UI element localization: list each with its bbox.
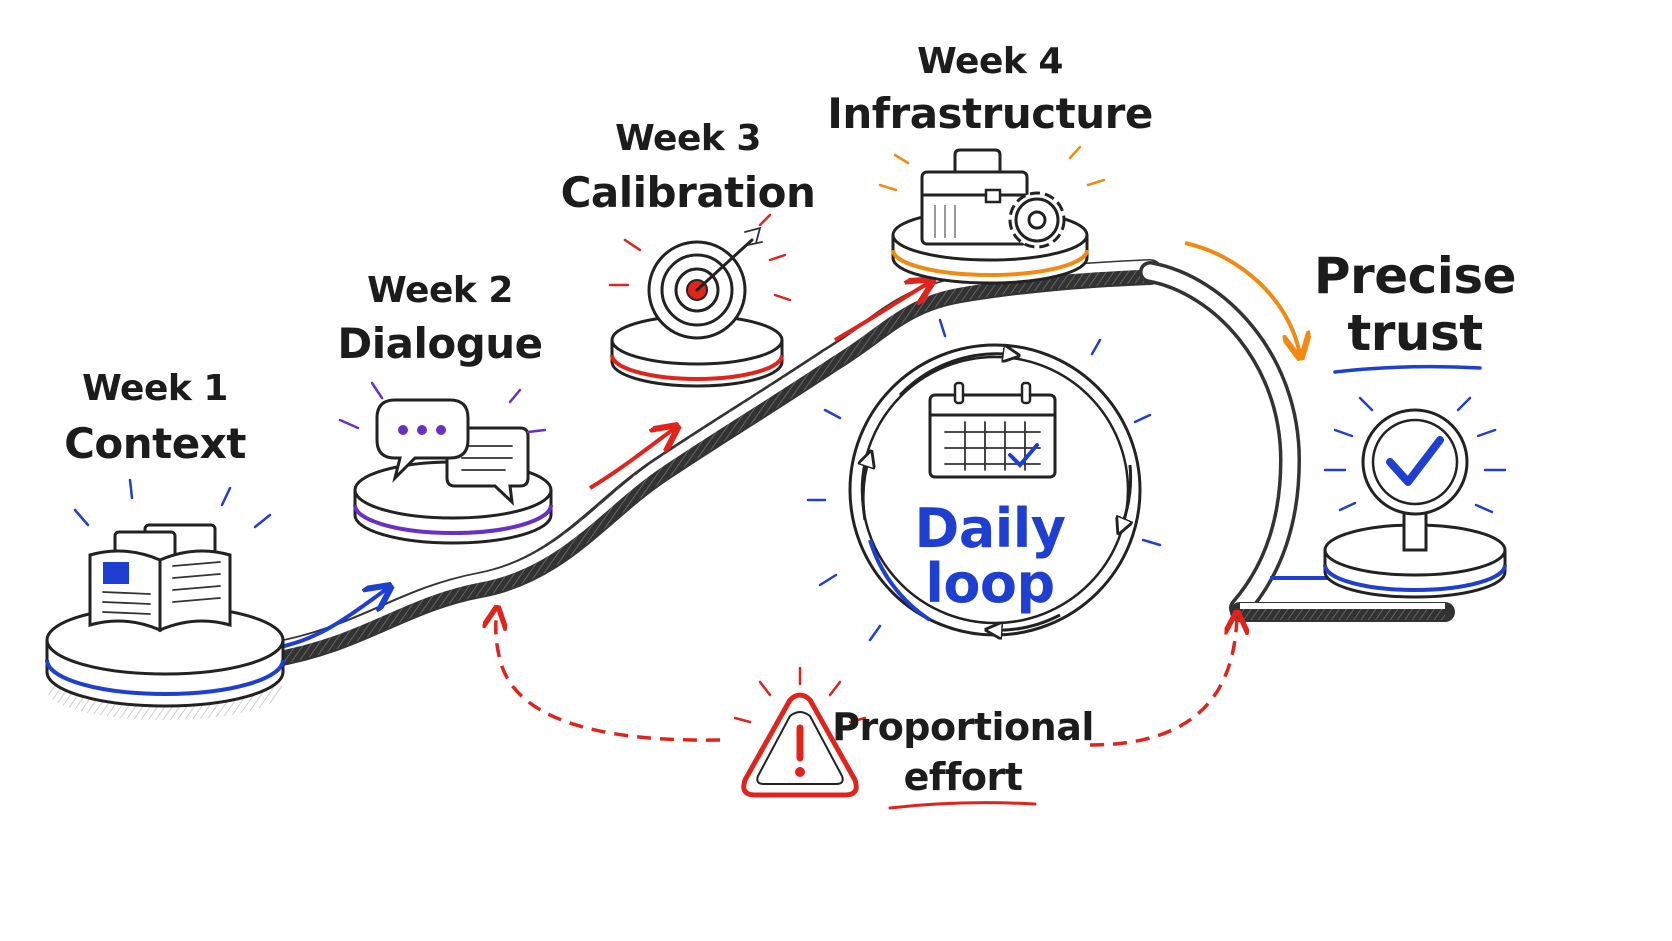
- loop-line-1: Daily: [915, 497, 1066, 560]
- goal-line-2: trust: [1347, 304, 1482, 362]
- open-book-folder-icon: [88, 523, 232, 633]
- goal-precise-trust: Precise trust: [1314, 247, 1517, 599]
- road-path: [257, 259, 1455, 668]
- warning-line-2: effort: [904, 755, 1023, 799]
- loop-line-2: loop: [925, 552, 1054, 615]
- arrow-week2-to-week3: [588, 428, 675, 490]
- goal-line-1: Precise: [1314, 247, 1516, 305]
- stage-2-name: Dialogue: [337, 319, 542, 368]
- stage-week-1: Week 1 Context: [45, 368, 285, 720]
- dashed-arrow-to-loop-exit: [1089, 615, 1237, 747]
- stage-2-week: Week 2: [367, 270, 513, 311]
- speech-bubbles-icon: [375, 398, 530, 506]
- stage-4-name: Infrastructure: [827, 89, 1153, 138]
- stage-1-name: Context: [64, 419, 246, 468]
- daily-loop: Daily loop: [806, 318, 1162, 642]
- warning-line-1: Proportional: [832, 705, 1094, 749]
- checkmark-sign-icon: [1361, 408, 1469, 552]
- stage-1-week: Week 1: [82, 368, 228, 409]
- calendar-check-icon: [928, 381, 1057, 479]
- toolbox-gear-icon: [920, 148, 1066, 249]
- stage-week-4: Week 4 Infrastructure: [827, 41, 1153, 285]
- stage-week-2: Week 2 Dialogue: [337, 270, 553, 545]
- target-dart-icon: [647, 226, 763, 340]
- stage-4-week: Week 4: [917, 41, 1063, 82]
- stage-3-week: Week 3: [615, 118, 761, 159]
- dashed-arrow-back-to-week2: [496, 610, 721, 742]
- stage-3-name: Calibration: [561, 168, 816, 217]
- proportional-effort: Proportional effort: [496, 610, 1237, 810]
- arrow-week1-to-week2: [274, 588, 388, 650]
- arrow-week4-to-loop: [1184, 241, 1300, 355]
- arrow-week3-to-week4: [834, 282, 930, 342]
- stage-week-3: Week 3 Calibration: [561, 118, 816, 388]
- warning-triangle-icon: [741, 692, 859, 798]
